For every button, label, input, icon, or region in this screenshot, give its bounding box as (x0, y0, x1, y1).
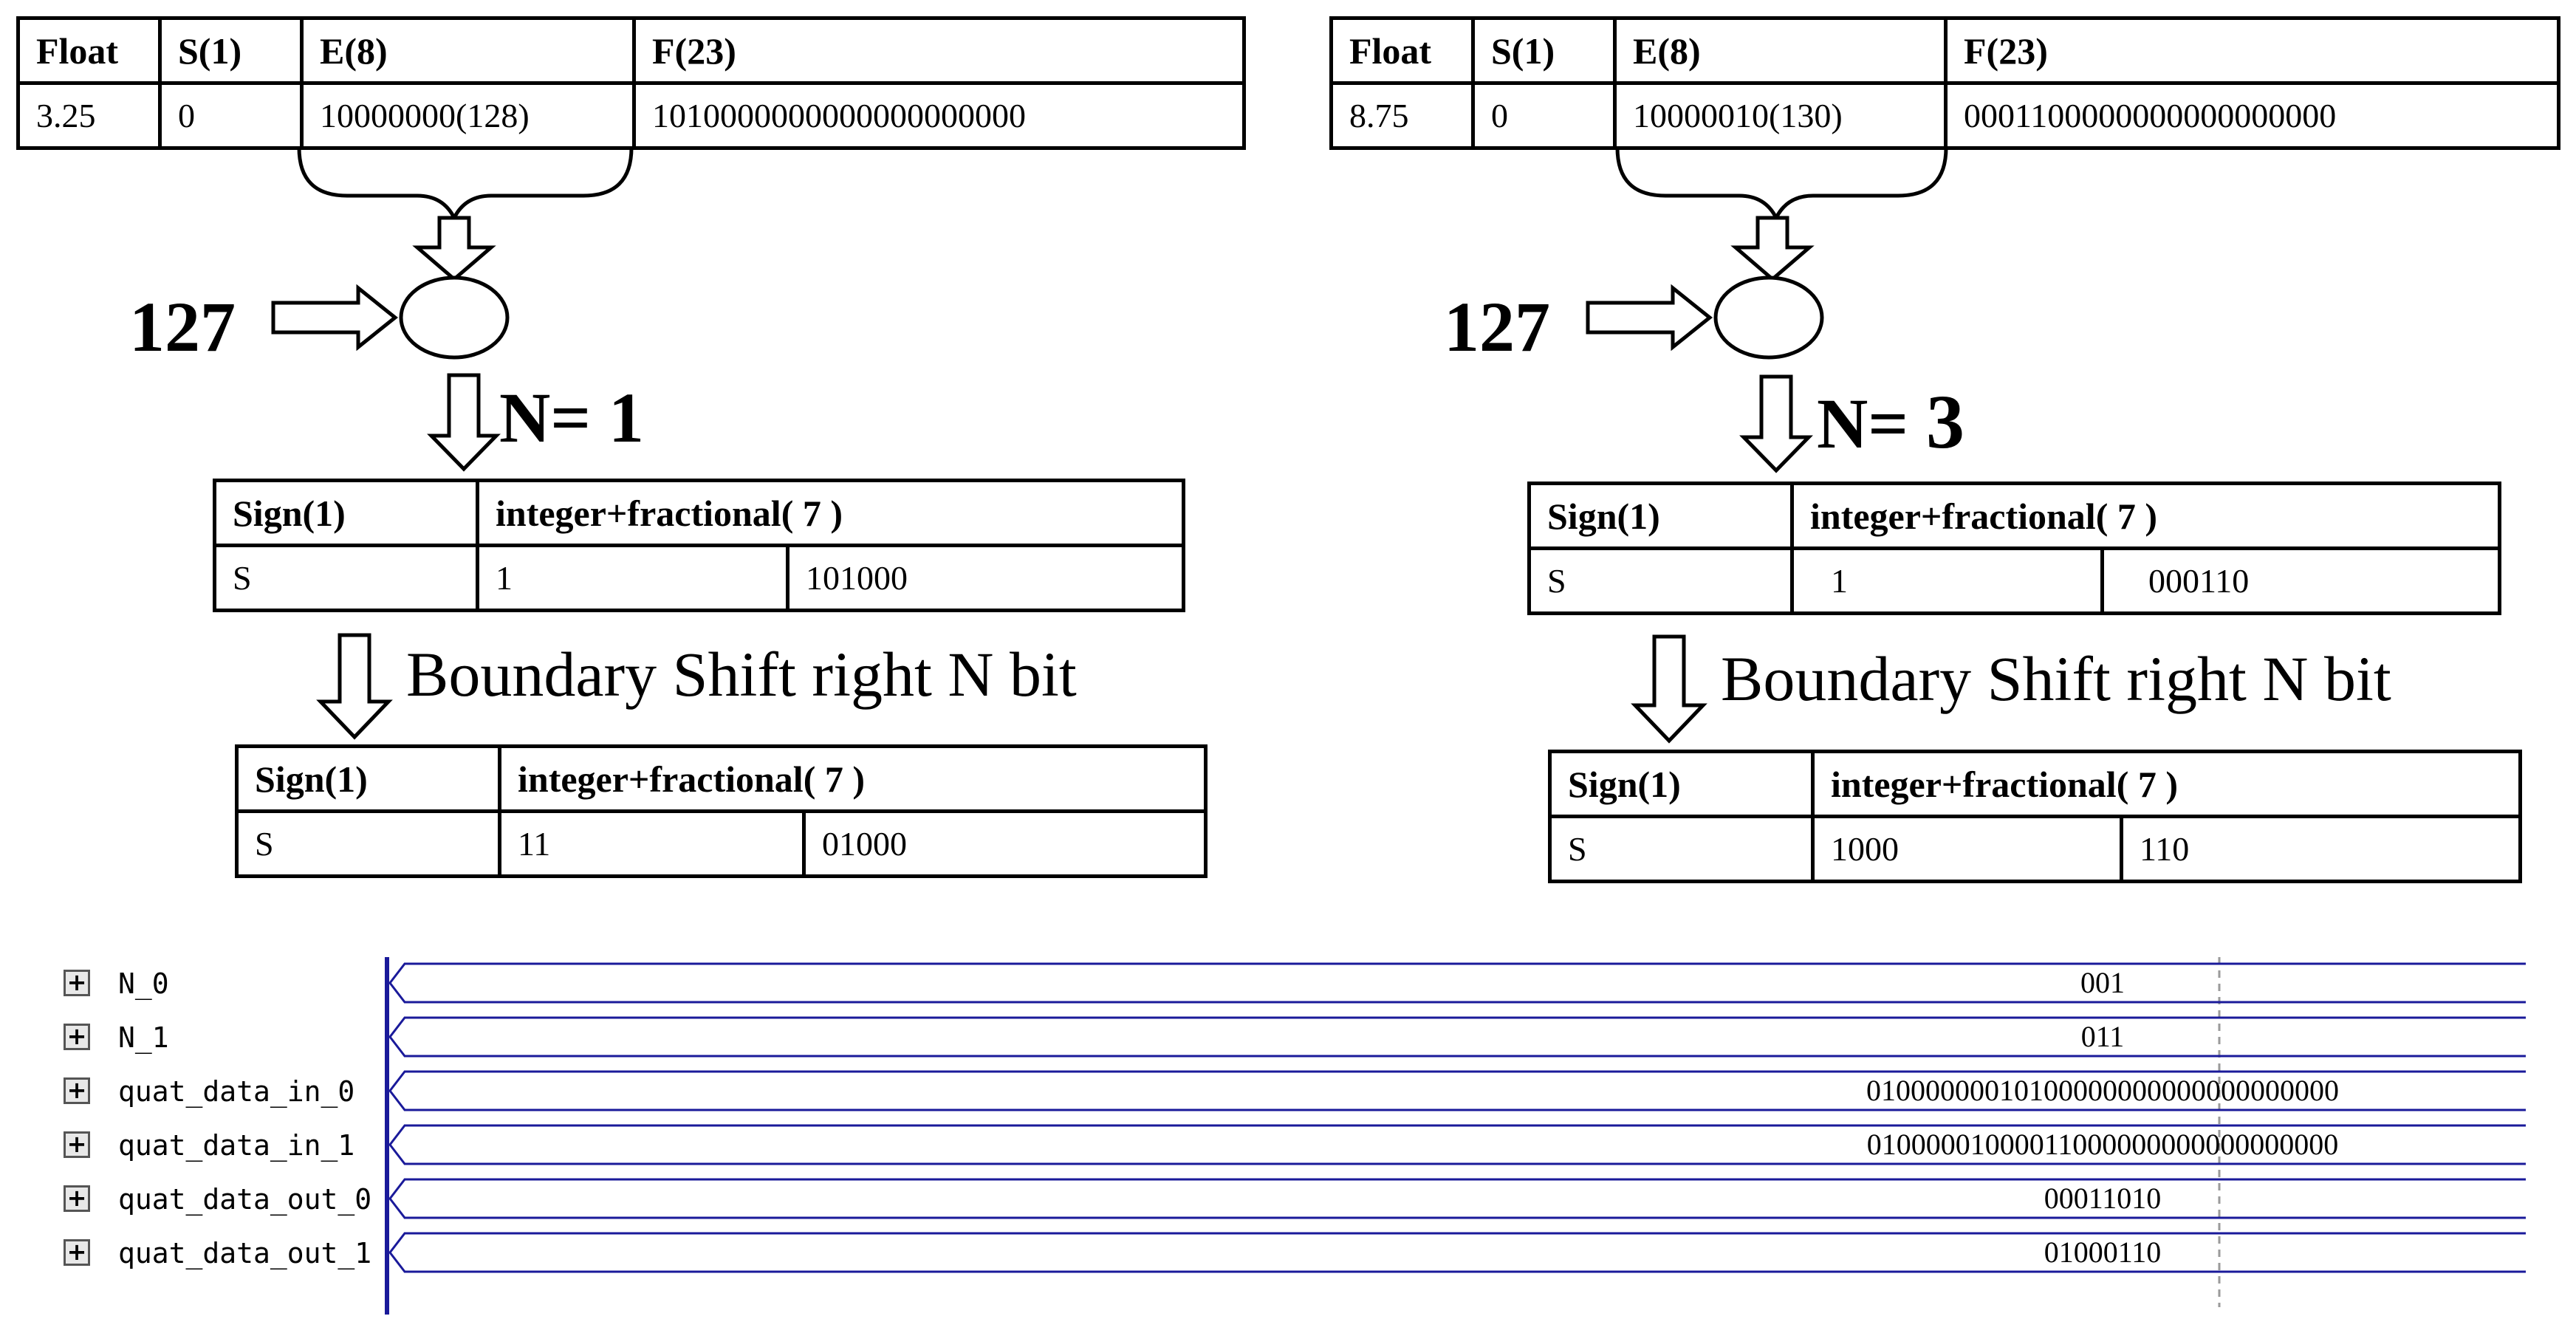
fraction-cell: 110 (2120, 815, 2522, 883)
float-header: Float (16, 16, 162, 85)
int-frac-header: integer+fractional( 7 ) (476, 479, 1185, 547)
signal-name[interactable]: N_1 (118, 1021, 169, 1054)
bus-waveform (388, 1016, 2526, 1058)
float-header: Float (1329, 16, 1475, 85)
left-shift-label: Boundary Shift right N bit (406, 639, 1077, 710)
left-down-arrow-icon (412, 216, 496, 282)
sign-cell: S (235, 809, 501, 878)
expand-button[interactable]: + (64, 970, 90, 996)
sign-header: S(1) (158, 16, 304, 85)
integer-cell: 1 (476, 544, 789, 612)
signal-name[interactable]: N_0 (118, 967, 169, 1000)
exponent-value: 10000000(128) (300, 81, 636, 150)
expand-button[interactable]: + (64, 1185, 90, 1212)
left-n-arrow-icon (427, 373, 501, 472)
right-exponent-brace (1615, 147, 1948, 222)
fraction-cell: 101000 (786, 544, 1185, 612)
signal-name[interactable]: quat_data_out_1 (118, 1237, 372, 1269)
expand-button[interactable]: + (64, 1131, 90, 1158)
signal-value: 011 (2080, 1020, 2125, 1053)
right-down-arrow-icon (1730, 216, 1815, 282)
signal-value: 00011010 (2044, 1182, 2162, 1215)
left-fixed-table: Sign(1) integer+fractional( 7 ) S 1 1010… (213, 479, 1185, 612)
right-subtract-circle (1713, 275, 1824, 360)
right-fixed-table: Sign(1) integer+fractional( 7 ) S 1 0001… (1527, 482, 2501, 615)
left-bias-label: 127 (129, 287, 236, 366)
sign-value: 0 (158, 81, 304, 150)
fraction-cell: 000110 (2100, 546, 2501, 615)
int-frac-header: integer+fractional( 7 ) (498, 744, 1208, 813)
sign-header: Sign(1) (1548, 750, 1815, 818)
int-frac-header: integer+fractional( 7 ) (1811, 750, 2522, 818)
left-shift-arrow-icon (316, 633, 393, 740)
bus-waveform (388, 1124, 2526, 1165)
waveform-lines (385, 957, 2526, 1315)
bus-waveform (388, 962, 2526, 1004)
right-shifted-table: Sign(1) integer+fractional( 7 ) S 1000 1… (1548, 750, 2522, 883)
fraction-cell: 01000 (802, 809, 1208, 878)
left-shifted-table: Sign(1) integer+fractional( 7 ) S 11 010… (235, 744, 1208, 878)
signal-value: 01000110 (2044, 1236, 2162, 1269)
left-n-label: N= 1 (499, 383, 644, 453)
left-subtract-circle (399, 275, 510, 360)
expand-button[interactable]: + (64, 1239, 90, 1266)
exponent-header: E(8) (300, 16, 636, 85)
exponent-header: E(8) (1613, 16, 1948, 85)
fraction-value: 0001100000000000000000 (1944, 81, 2560, 150)
left-exponent-brace (297, 147, 634, 222)
right-shift-arrow-icon (1631, 634, 1707, 744)
signal-name[interactable]: quat_data_out_0 (118, 1183, 372, 1216)
fraction-header: F(23) (632, 16, 1246, 85)
float-value: 3.25 (16, 81, 162, 150)
sign-cell: S (213, 544, 479, 612)
left-bias-arrow-icon (271, 284, 399, 352)
signal-name[interactable]: quat_data_in_0 (118, 1075, 355, 1108)
waveform-panel (0, 953, 2576, 1333)
right-float-table: Float S(1) E(8) F(23) 8.75 0 10000010(13… (1329, 16, 2560, 150)
right-n-label: N= 3 (1817, 384, 1964, 461)
bus-waveform (388, 1178, 2526, 1219)
signal-value: 01000000010100000000000000000000 (1866, 1074, 2339, 1107)
right-n-arrow-icon (1739, 374, 1813, 473)
sign-value: 0 (1471, 81, 1617, 150)
sign-cell: S (1527, 546, 1794, 615)
right-bias-arrow-icon (1586, 284, 1713, 352)
float-value: 8.75 (1329, 81, 1475, 150)
expand-button[interactable]: + (64, 1077, 90, 1104)
sign-header: Sign(1) (1527, 482, 1794, 550)
left-float-table: Float S(1) E(8) F(23) 3.25 0 10000000(12… (16, 16, 1246, 150)
bus-waveform (388, 1232, 2526, 1273)
integer-cell: 1 (1790, 546, 2104, 615)
expand-button[interactable]: + (64, 1024, 90, 1050)
bus-waveform (388, 1070, 2526, 1111)
fraction-value: 1010000000000000000000 (632, 81, 1246, 150)
fraction-header: F(23) (1944, 16, 2560, 85)
integer-cell: 1000 (1811, 815, 2123, 883)
right-bias-label: 127 (1444, 287, 1550, 366)
sign-cell: S (1548, 815, 1815, 883)
exponent-value: 10000010(130) (1613, 81, 1948, 150)
signal-value: 01000001000011000000000000000000 (1866, 1128, 2339, 1161)
right-n-value: 3 (1926, 380, 1965, 465)
int-frac-header: integer+fractional( 7 ) (1790, 482, 2501, 550)
right-shift-label: Boundary Shift right N bit (1721, 643, 2391, 714)
left-n-prefix: N= (499, 378, 592, 457)
integer-cell: 11 (498, 809, 806, 878)
sign-header: S(1) (1471, 16, 1617, 85)
signal-value: 001 (2080, 966, 2125, 999)
sign-header: Sign(1) (213, 479, 479, 547)
left-n-value: 1 (609, 378, 645, 457)
sign-header: Sign(1) (235, 744, 501, 813)
signal-name[interactable]: quat_data_in_1 (118, 1129, 355, 1162)
right-n-prefix: N= (1817, 384, 1909, 463)
